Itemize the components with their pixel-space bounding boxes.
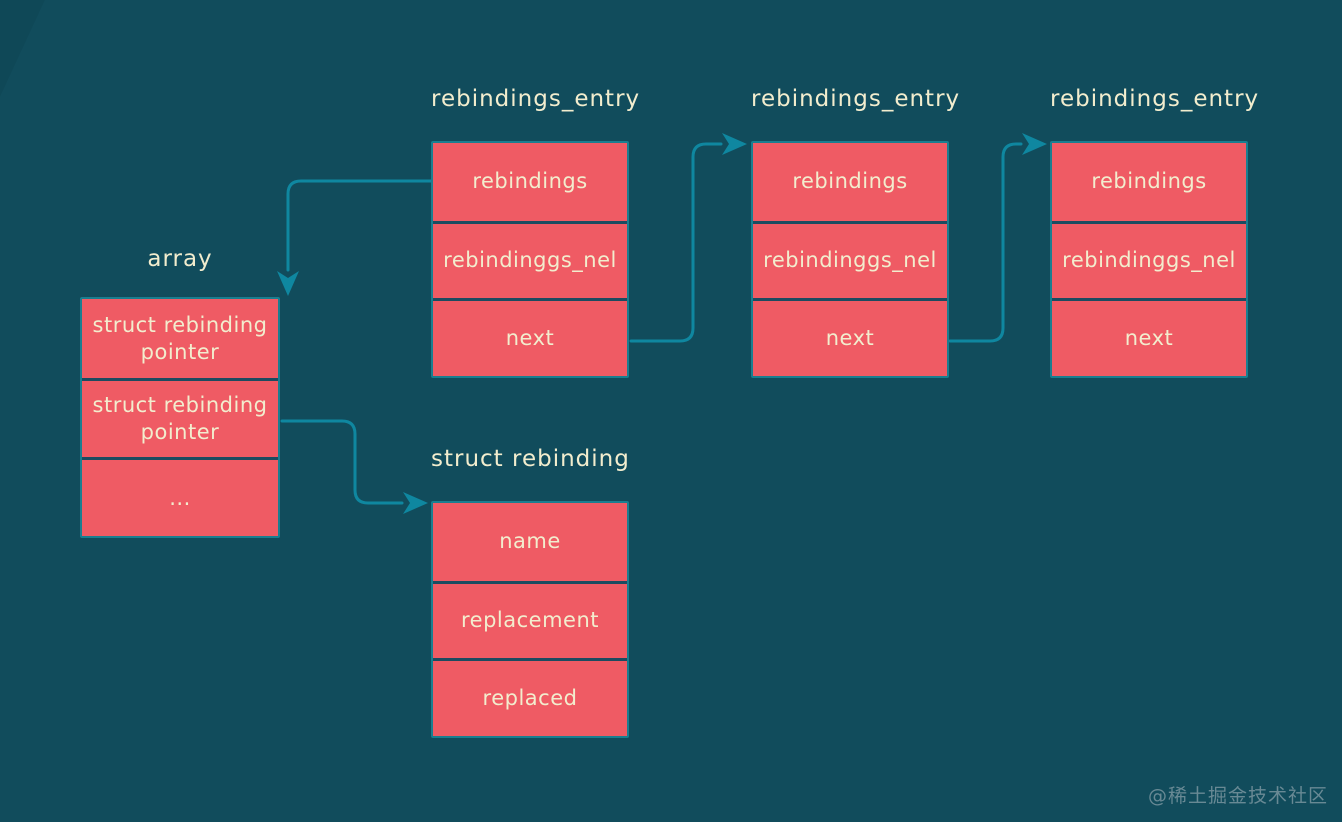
array-cell-pointer-1: struct rebinding pointer [92, 312, 268, 364]
node-title-rebindings-entry-2: rebindings_entry [751, 86, 961, 112]
entry2-cell-rebindings: rebindings [792, 169, 908, 194]
array-cell-ellipsis: ... [82, 457, 278, 536]
rebinding-cell-name: name [499, 529, 561, 554]
entry3-cell-rebindings: rebindings [1091, 169, 1207, 194]
node-struct-rebinding: name replacement replaced [431, 501, 629, 738]
entry1-cell-rebindings: rebindings [472, 169, 588, 194]
entry3-cell-next: next [1052, 298, 1246, 376]
array-cell-pointer-2: struct rebinding pointer [82, 378, 278, 457]
node-title-rebindings-entry-1: rebindings_entry [431, 86, 641, 112]
watermark: @稀土掘金技术社区 [1147, 785, 1328, 807]
node-rebindings-entry-3: rebindings rebindinggs_nel next [1050, 141, 1248, 378]
node-title-array: array [147, 246, 213, 272]
entry1-cell-rebindings-nel: rebindinggs_nel [433, 220, 627, 299]
entry2-cell-rebindings-nel: rebindinggs_nel [753, 220, 947, 299]
node-title-struct-rebinding: struct rebinding [431, 446, 630, 472]
entry3-cell-rebindings-nel: rebindinggs_nel [1052, 220, 1246, 299]
arrow-array-pointer-to-struct-rebinding [280, 419, 428, 514]
node-rebindings-entry-2: rebindings rebindinggs_nel next [751, 141, 949, 378]
corner-decoration [0, 0, 45, 97]
arrow-entry2-next-to-entry3 [948, 133, 1047, 343]
rebinding-cell-replacement: replacement [433, 580, 627, 659]
node-title-rebindings-entry-3: rebindings_entry [1050, 86, 1260, 112]
node-array: struct rebinding pointer struct rebindin… [80, 297, 280, 538]
node-rebindings-entry-1: rebindings rebindinggs_nel next [431, 141, 629, 378]
rebinding-cell-replaced: replaced [433, 658, 627, 736]
arrow-entry1-rebindings-to-array [277, 179, 433, 296]
entry2-cell-next: next [753, 298, 947, 376]
arrow-entry1-next-to-entry2 [629, 133, 747, 343]
entry1-cell-next: next [433, 298, 627, 376]
